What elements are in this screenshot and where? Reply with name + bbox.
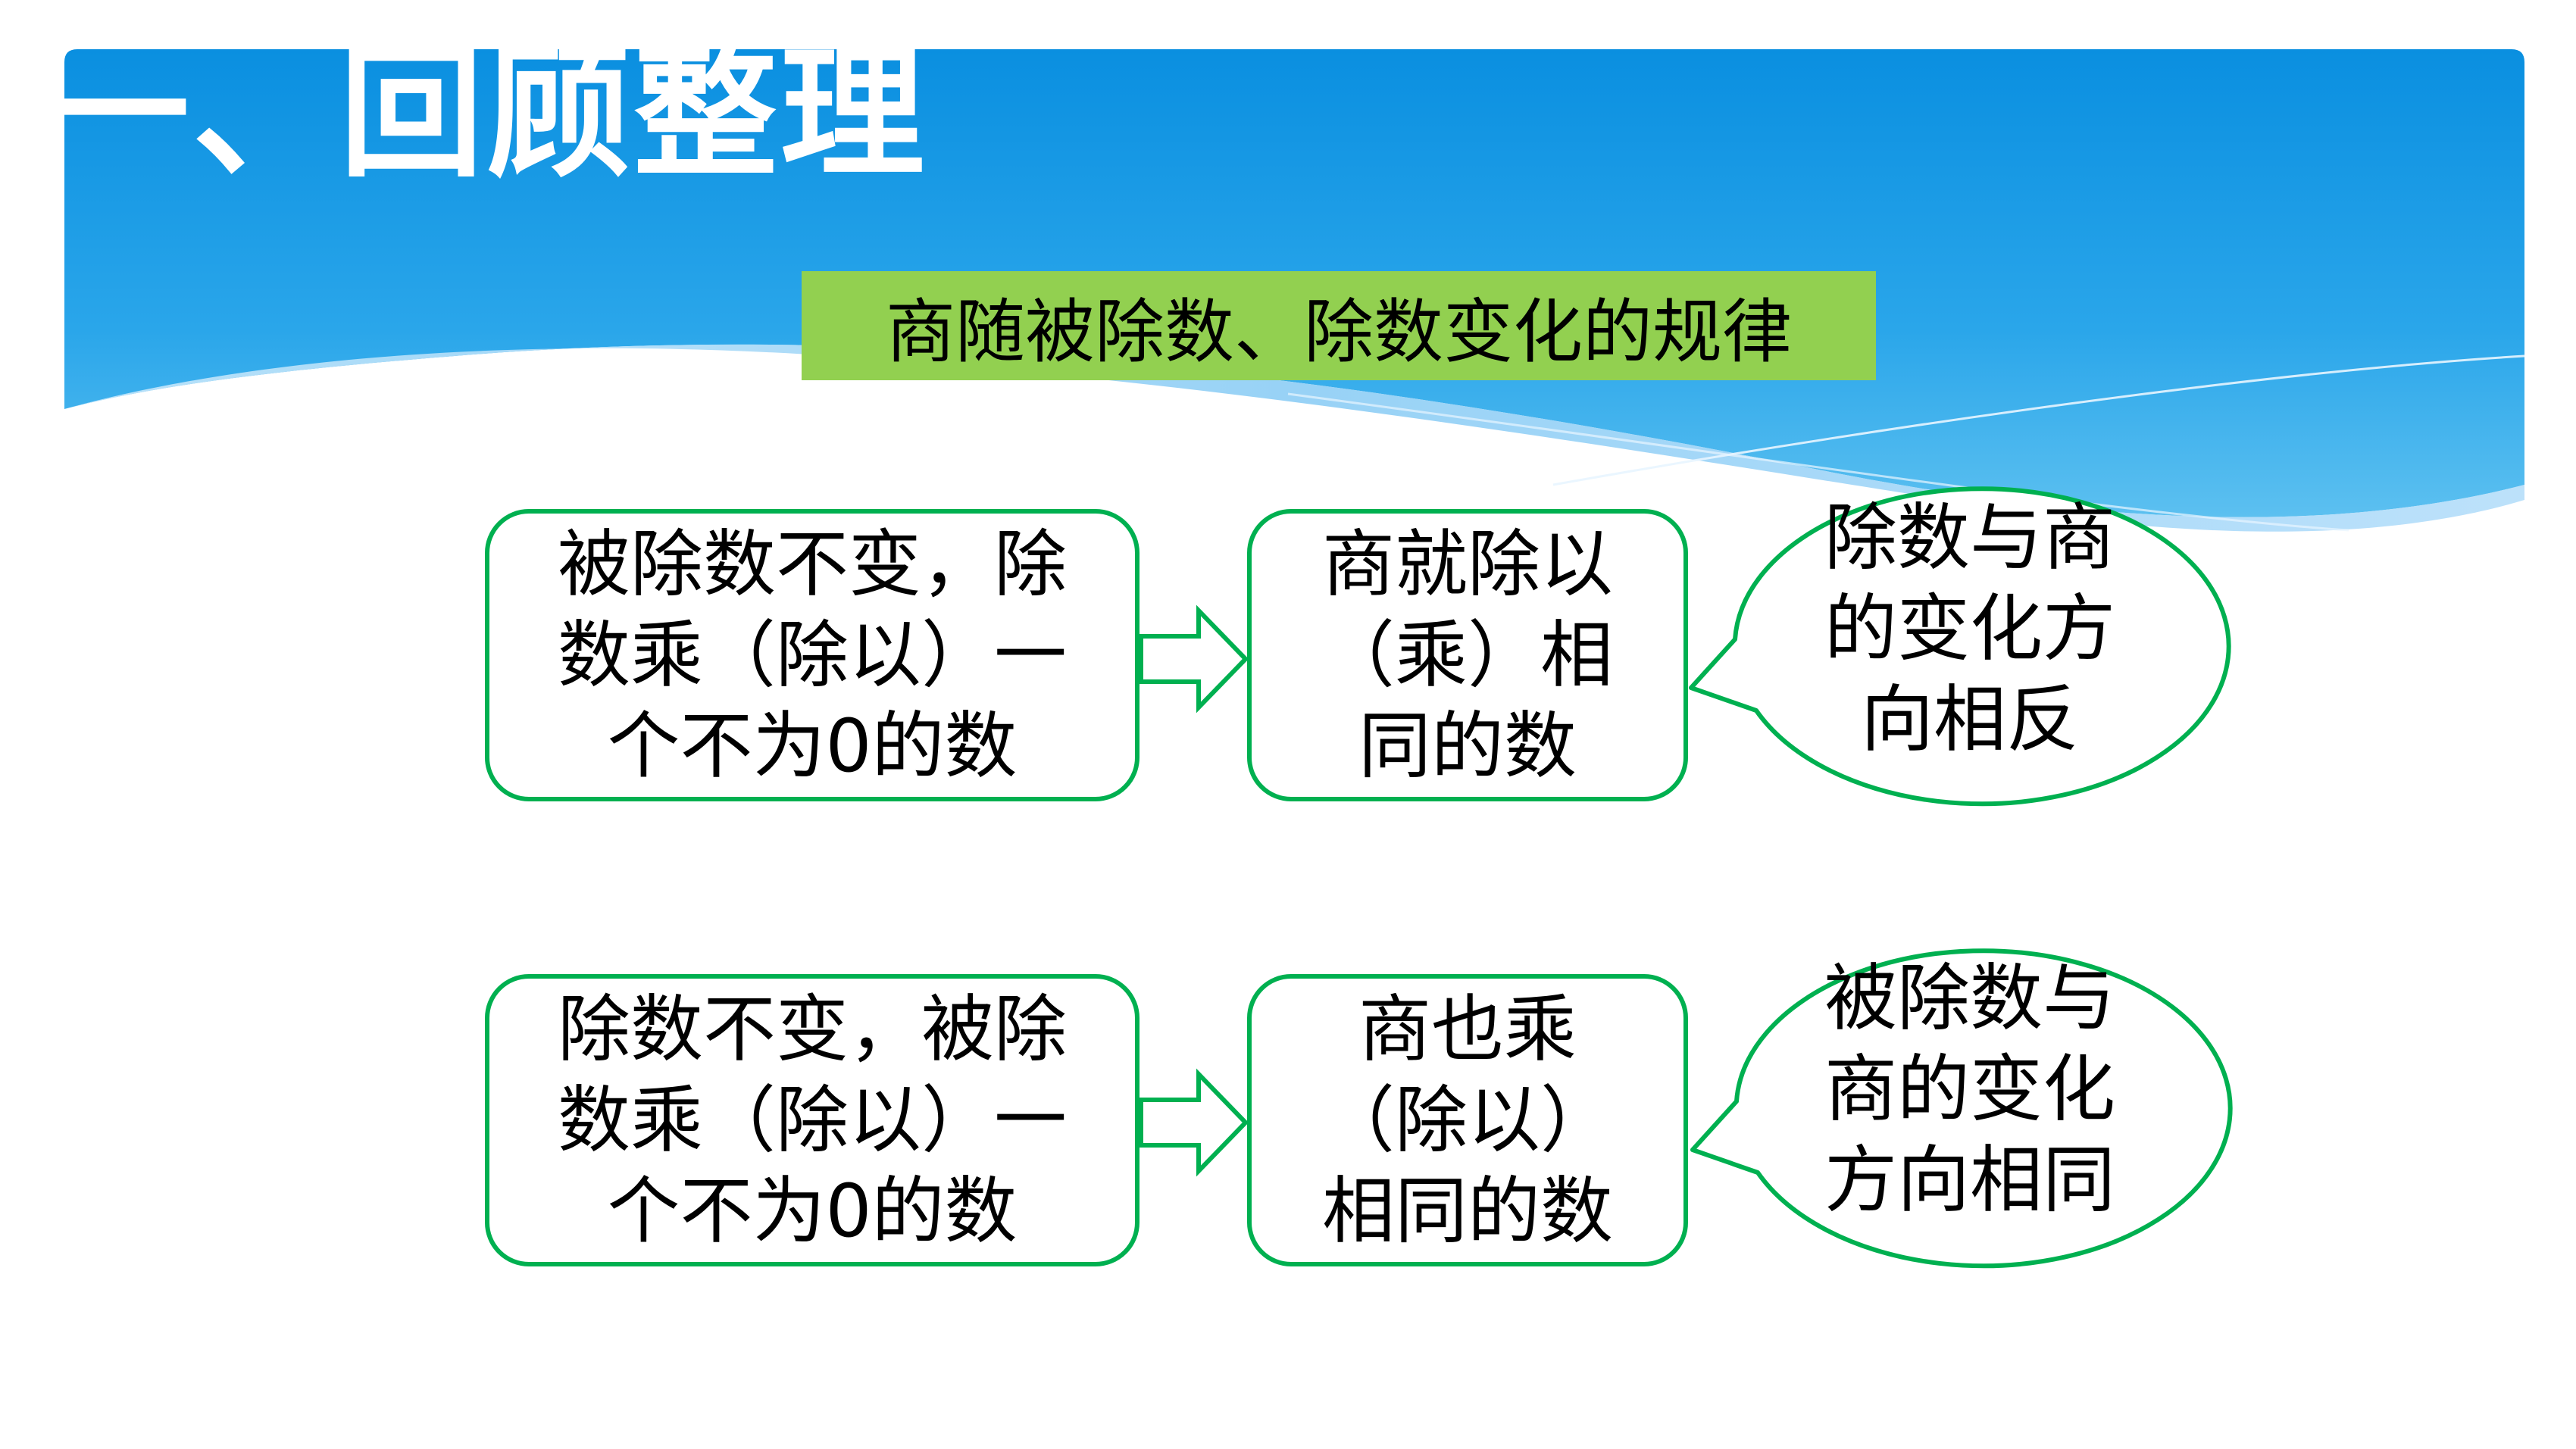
row2-result-box: 商也乘 （除以） 相同的数 (1247, 974, 1688, 1266)
row2-result-line: 商也乘 (1358, 987, 1577, 1072)
banner-wave-line (1552, 354, 2525, 486)
row2-condition-line: 个不为0的数 (607, 1169, 1018, 1254)
row2-note: 被除数与 商的变化 方向相同 (1773, 953, 2167, 1226)
page-title: 一、回顾整理 (45, 30, 928, 197)
row2-note-line: 方向相同 (1824, 1138, 2115, 1223)
row1-note-line: 向相反 (1861, 677, 2079, 762)
row2-condition-box: 除数不变，被除 数乘（除以）一 个不为0的数 (485, 974, 1140, 1266)
row1-result-line: （乘）相 (1322, 613, 1613, 698)
row1-note: 除数与商 的变化方 向相反 (1773, 492, 2167, 765)
row2-condition-line: 数乘（除以）一 (558, 1078, 1067, 1163)
banner-wave-line-2 (1287, 392, 2349, 532)
row2-note-line: 商的变化 (1824, 1047, 2115, 1132)
subtitle-box: 商随被除数、除数变化的规律 (802, 271, 1876, 380)
row2-result-line: 相同的数 (1322, 1169, 1613, 1254)
row1-result-line: 商就除以 (1322, 522, 1613, 607)
row2-result-line: （除以） (1322, 1078, 1613, 1163)
row2-note-line: 被除数与 (1824, 956, 2115, 1041)
row1-note-line: 除数与商 (1824, 495, 2115, 580)
row1-condition-line: 被除数不变，除 (558, 522, 1067, 607)
row1-note-line: 的变化方 (1824, 586, 2115, 671)
row1-condition-line: 数乘（除以）一 (558, 613, 1067, 698)
row1-condition-line: 个不为0的数 (607, 704, 1018, 789)
row1-condition-box: 被除数不变，除 数乘（除以）一 个不为0的数 (485, 509, 1140, 801)
row1-result-line: 同的数 (1358, 704, 1577, 789)
row1-result-box: 商就除以 （乘）相 同的数 (1247, 509, 1688, 801)
row2-condition-line: 除数不变，被除 (558, 987, 1067, 1072)
subtitle-text: 商随被除数、除数变化的规律 (885, 291, 1792, 373)
